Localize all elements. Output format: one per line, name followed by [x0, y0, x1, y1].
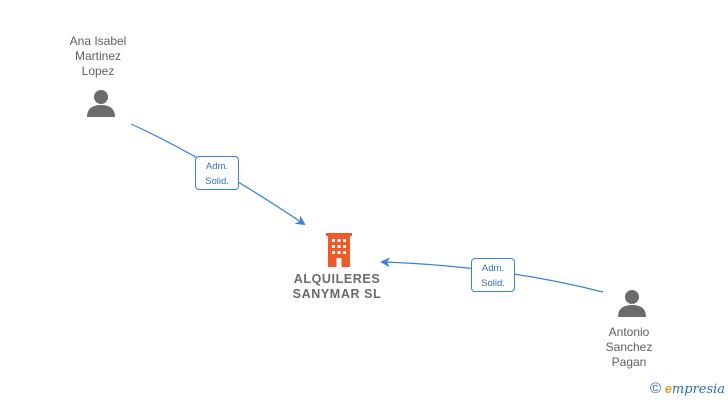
copyright-symbol: ©: [650, 380, 662, 397]
relation-label-ana: Adm. Solid.: [195, 156, 239, 190]
relation-label-antonio: Adm. Solid.: [471, 258, 515, 292]
empresia-watermark: © empresia: [650, 379, 725, 399]
brand-name: mpresia: [671, 382, 726, 397]
brand-initial: e: [664, 381, 672, 396]
building-icon[interactable]: [324, 233, 354, 267]
person-name-antonio[interactable]: Antonio Sanchez Pagan: [605, 325, 653, 369]
person-icon[interactable]: [617, 288, 647, 318]
person-name-ana[interactable]: Ana Isabel Martinez Lopez: [69, 34, 127, 78]
person-icon[interactable]: [86, 88, 116, 118]
company-name[interactable]: ALQUILERES SANYMAR SL: [292, 272, 382, 301]
